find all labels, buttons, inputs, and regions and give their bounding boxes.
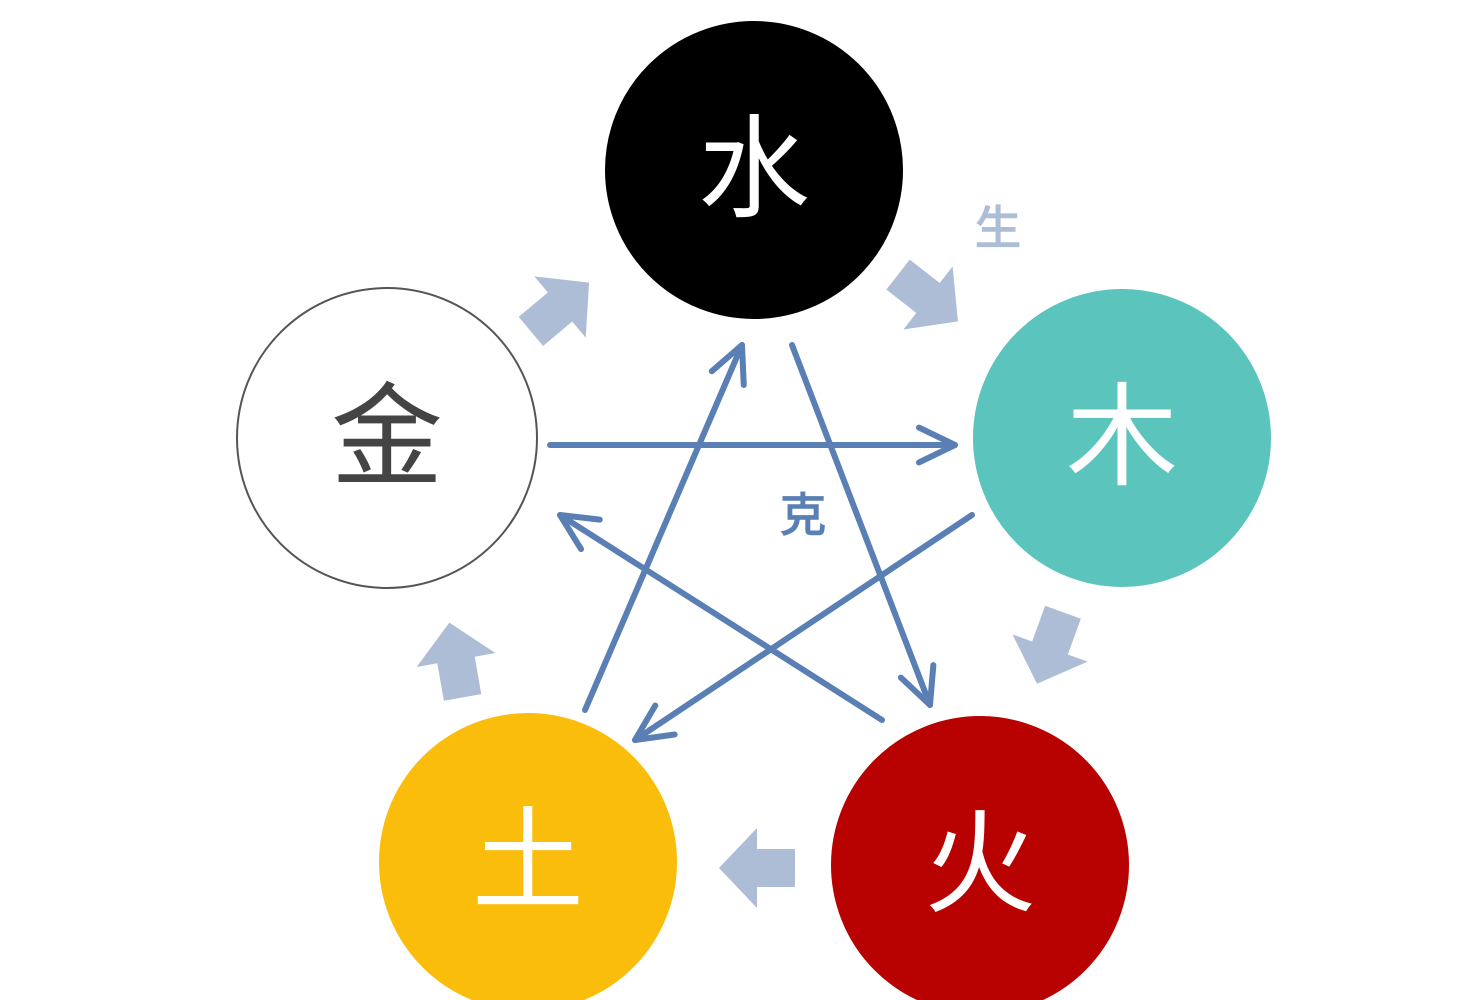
overcoming-arrow-metal-to-wood — [547, 424, 958, 466]
wood-node: 木 — [973, 289, 1271, 587]
metal-circle — [236, 287, 538, 589]
metal-character: 金 — [331, 373, 443, 503]
earth-circle — [379, 713, 677, 1000]
fire-node: 火 — [831, 716, 1129, 1000]
water-node: 水 — [605, 21, 903, 319]
water-character: 水 — [698, 105, 810, 235]
overcoming-label: 克 — [780, 488, 826, 542]
overcoming-arrow-water-to-fire — [789, 342, 937, 708]
generating-arrow-metal-to-water — [518, 276, 590, 346]
metal-node: 金 — [236, 287, 538, 589]
generating-label: 生 — [975, 201, 1021, 255]
overcoming-arrow-earth-to-water — [582, 342, 747, 713]
overcoming-arrow-fire-to-metal — [557, 512, 885, 723]
generating-arrow-fire-to-earth — [719, 828, 795, 908]
wood-character: 木 — [1066, 373, 1178, 503]
fire-circle — [831, 716, 1129, 1000]
wood-circle — [973, 289, 1271, 587]
generating-arrow-water-to-wood — [886, 259, 958, 330]
generating-arrow-wood-to-fire — [1012, 605, 1088, 684]
fire-character: 火 — [924, 800, 1036, 930]
water-circle — [605, 21, 903, 319]
generating-arrow-earth-to-metal — [416, 622, 496, 701]
overcoming-arrow-wood-to-earth — [632, 512, 975, 743]
earth-character: 土 — [472, 797, 584, 927]
earth-node: 土 — [379, 713, 677, 1000]
